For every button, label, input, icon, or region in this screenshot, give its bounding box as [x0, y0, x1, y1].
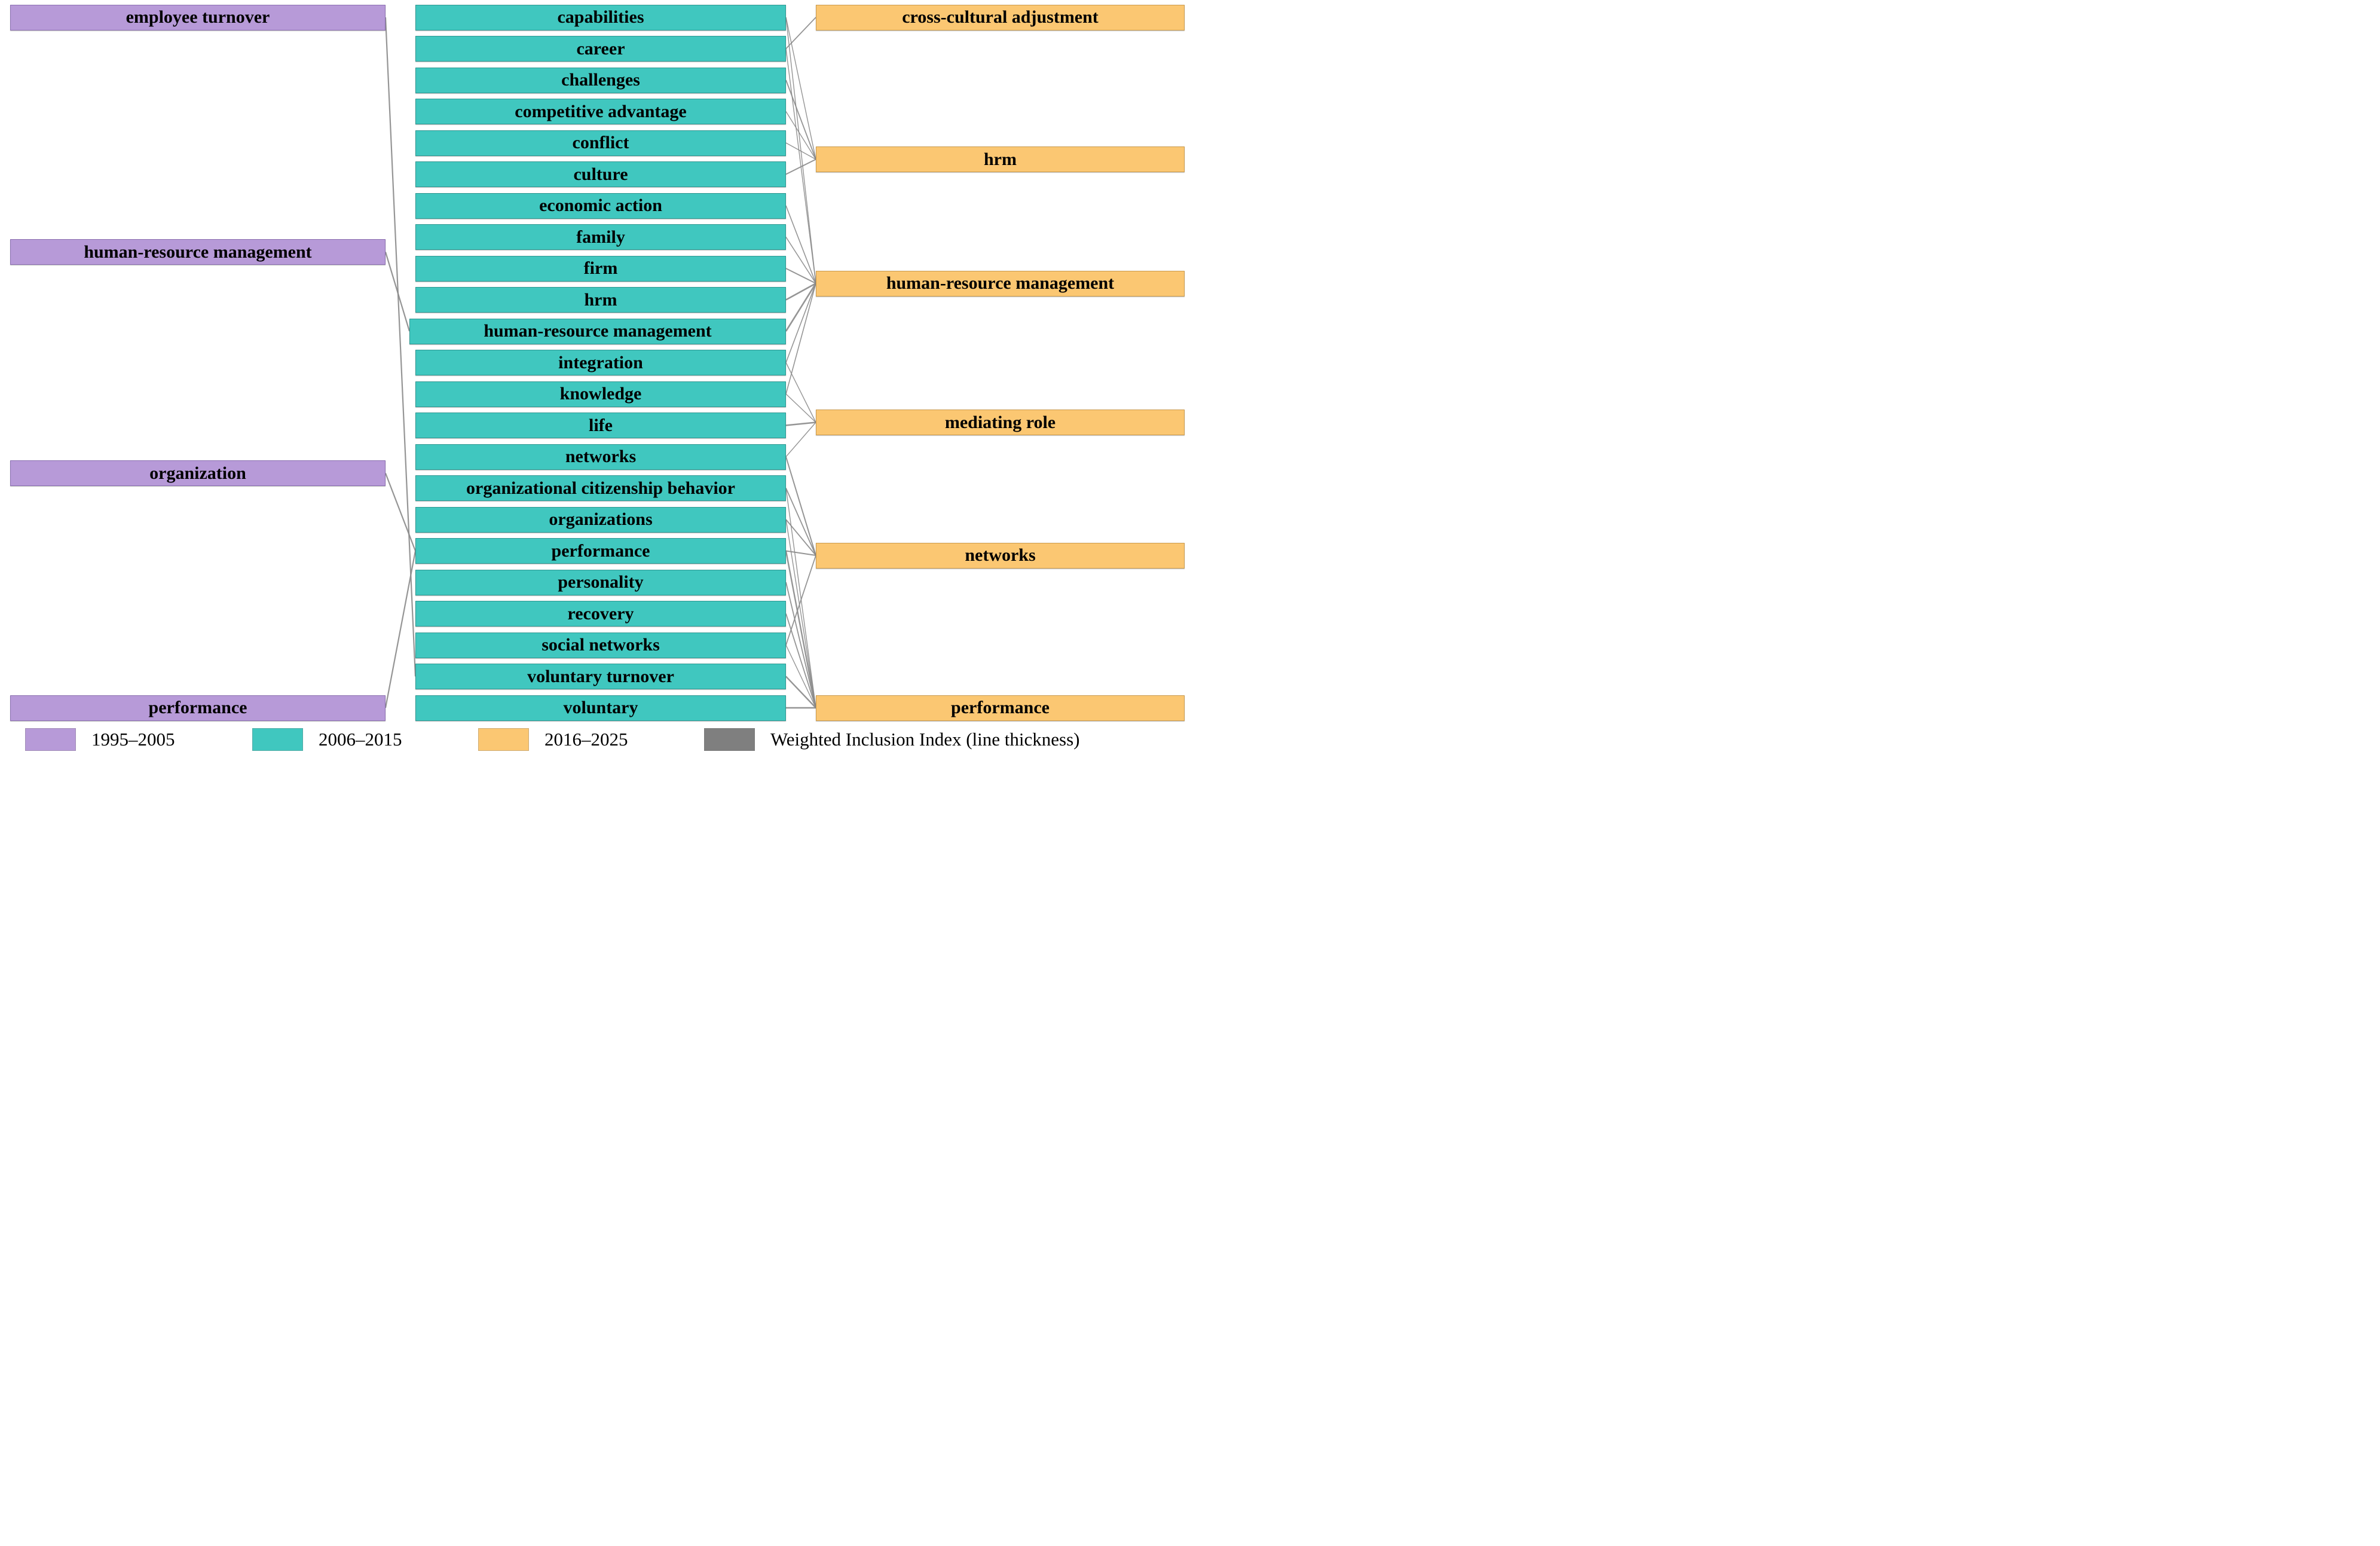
node-middle-knowledge: knowledge	[415, 381, 786, 407]
node-middle-performance: performance	[415, 538, 786, 564]
link-middle-organizational-citizenship-behavior-to-right-networks	[785, 488, 816, 556]
node-middle-human-resource-management: human-resource management	[409, 318, 786, 344]
node-middle-voluntary: voluntary	[415, 695, 786, 721]
legend-label-period-1995-2005: 1995–2005	[91, 729, 175, 750]
node-middle-organizations: organizations	[415, 506, 786, 533]
node-middle-networks: networks	[415, 444, 786, 470]
legend-label-weighted-inclusion-index: Weighted Inclusion Index (line thickness…	[770, 729, 1080, 750]
node-right-performance: performance	[816, 695, 1185, 721]
link-middle-knowledge-to-right-mediating-role	[785, 393, 816, 423]
node-middle-challenges: challenges	[415, 67, 786, 93]
link-middle-performance-to-right-networks	[785, 550, 816, 556]
legend-item-weighted-inclusion-index: Weighted Inclusion Index (line thickness…	[704, 728, 1079, 751]
node-middle-conflict: conflict	[415, 130, 786, 156]
node-middle-economic-action: economic action	[415, 193, 786, 219]
node-middle-culture: culture	[415, 161, 786, 187]
link-middle-economic-action-to-right-human-resource-management	[785, 205, 816, 284]
legend-item-period-2006-2015: 2006–2015	[252, 728, 402, 751]
node-left-organization: organization	[10, 460, 386, 486]
node-middle-voluntary-turnover: voluntary turnover	[415, 664, 786, 689]
node-middle-life: life	[415, 413, 786, 438]
link-middle-career-to-right-cross-cultural-adjustment	[785, 17, 816, 50]
link-middle-challenges-to-right-hrm	[785, 80, 816, 160]
legend-swatch-period-2006-2015	[252, 728, 303, 751]
link-middle-integration-to-right-human-resource-management	[785, 283, 816, 363]
link-left-human-resource-management-to-middle-human-resource-management	[384, 252, 411, 332]
node-right-hrm: hrm	[816, 146, 1185, 172]
link-left-performance-to-middle-performance	[384, 551, 417, 708]
node-middle-family: family	[415, 224, 786, 250]
node-right-networks: networks	[816, 542, 1185, 569]
legend-item-period-1995-2005: 1995–2005	[25, 728, 175, 751]
node-left-employee-turnover: employee turnover	[10, 4, 386, 30]
node-middle-organizational-citizenship-behavior: organizational citizenship behavior	[415, 475, 786, 501]
legend-item-period-2016-2025: 2016–2025	[478, 728, 628, 751]
link-middle-family-to-right-human-resource-management	[785, 237, 816, 284]
node-right-cross-cultural-adjustment: cross-cultural adjustment	[816, 4, 1185, 30]
node-middle-hrm: hrm	[415, 287, 786, 313]
legend-label-period-2006-2015: 2006–2015	[319, 729, 402, 750]
link-middle-social-networks-to-right-performance	[785, 644, 816, 708]
node-middle-capabilities: capabilities	[415, 4, 786, 30]
link-middle-firm-to-right-human-resource-management	[785, 268, 816, 284]
link-middle-capabilities-to-right-hrm	[785, 17, 816, 160]
node-left-performance: performance	[10, 695, 386, 721]
node-right-human-resource-management: human-resource management	[816, 270, 1185, 297]
node-middle-integration: integration	[415, 350, 786, 375]
link-middle-organizational-citizenship-behavior-to-right-performance	[785, 488, 816, 708]
link-middle-voluntary-turnover-to-right-performance	[785, 676, 816, 708]
link-middle-performance-to-right-performance	[785, 551, 817, 708]
link-middle-life-to-right-mediating-role	[785, 421, 816, 426]
node-middle-recovery: recovery	[415, 601, 786, 627]
node-left-human-resource-management: human-resource management	[10, 239, 386, 265]
node-right-mediating-role: mediating role	[816, 410, 1185, 435]
link-middle-networks-to-right-networks	[785, 456, 816, 556]
node-middle-firm: firm	[415, 255, 786, 282]
node-middle-career: career	[415, 36, 786, 62]
legend-label-period-2016-2025: 2016–2025	[544, 729, 628, 750]
link-middle-integration-to-right-mediating-role	[785, 362, 816, 423]
link-left-employee-turnover-to-middle-voluntary-turnover	[384, 17, 417, 677]
link-middle-human-resource-management-to-right-human-resource-management	[785, 283, 817, 332]
link-left-organization-to-middle-performance	[384, 473, 417, 551]
link-middle-personality-to-right-performance	[785, 582, 816, 708]
inclusion-links-layer	[384, 17, 817, 709]
link-middle-capabilities-to-right-human-resource-management	[785, 17, 816, 284]
link-middle-competitive-advantage-to-right-hrm	[785, 111, 816, 160]
link-middle-recovery-to-right-performance	[785, 613, 816, 708]
node-middle-competitive-advantage: competitive advantage	[415, 99, 786, 124]
link-middle-networks-to-right-mediating-role	[785, 422, 816, 457]
legend-swatch-period-1995-2005	[25, 728, 76, 751]
legend-swatch-weighted-inclusion-index	[704, 728, 755, 751]
node-middle-social-networks: social networks	[415, 632, 786, 658]
node-middle-personality: personality	[415, 569, 786, 595]
legend-swatch-period-2016-2025	[478, 728, 529, 751]
link-middle-hrm-to-right-human-resource-management	[785, 282, 816, 301]
link-middle-organizations-to-right-performance	[785, 519, 816, 708]
link-middle-career-to-right-human-resource-management	[785, 48, 816, 284]
link-middle-knowledge-to-right-human-resource-management	[785, 283, 816, 395]
thematic-evolution-diagram: employee turnover human-resource manageme…	[0, 0, 1190, 773]
